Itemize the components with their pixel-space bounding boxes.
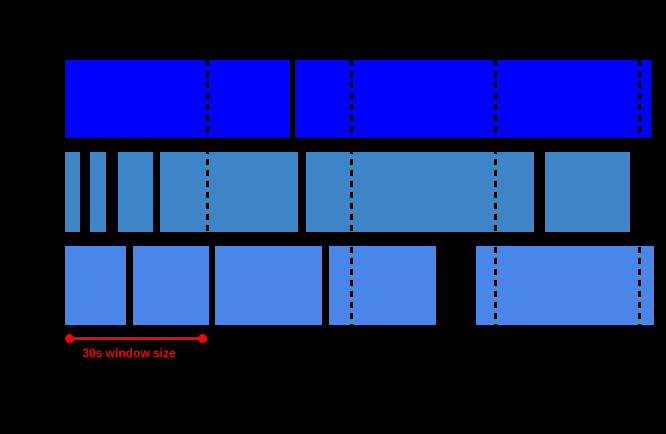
track-2-segment: [160, 152, 298, 232]
track-3-segment: [133, 246, 209, 325]
window-boundary-dashed-line: [638, 60, 641, 326]
track-2-segment: [90, 152, 106, 232]
window-size-arrow-left-dot: [64, 333, 74, 343]
track-3-segment: [476, 246, 654, 325]
window-boundary-dashed-line: [493, 60, 497, 326]
track-1-segment: [65, 60, 290, 138]
track-2-segment: [306, 152, 534, 232]
window-size-arrow-right-dot: [197, 333, 207, 343]
track-3-segment: [215, 246, 322, 325]
track-3-segment: [329, 246, 436, 325]
track-3-segment: [65, 246, 126, 325]
track-2-segment: [118, 152, 153, 232]
window-boundary-dashed-line: [205, 60, 209, 232]
track-2-segment: [65, 152, 80, 232]
track-2-segment: [545, 152, 630, 232]
track-1-segment: [295, 60, 651, 138]
window-size-label: 30s window size: [82, 346, 176, 360]
window-size-arrow-line: [69, 336, 202, 340]
window-boundary-dashed-line: [349, 60, 353, 326]
